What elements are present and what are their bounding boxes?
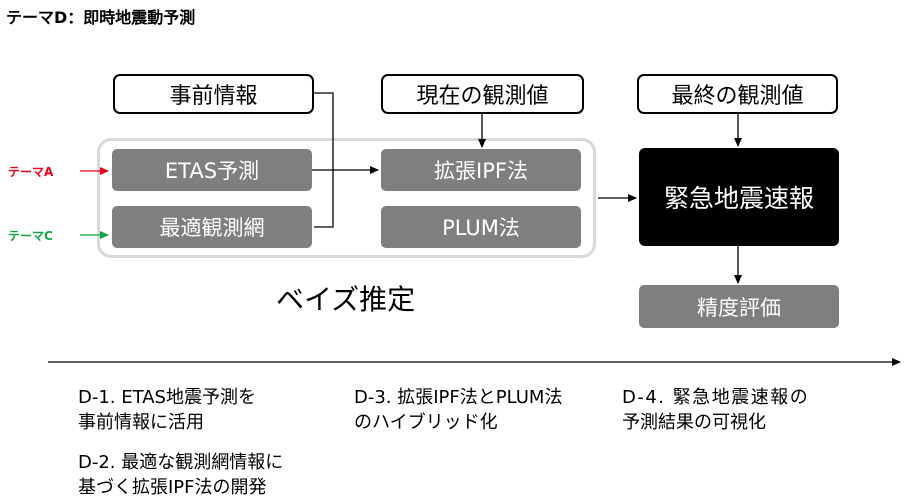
note-d4-line1: D-4. 緊急地震速報の [622,387,810,408]
plum-method-box: PLUM法 [381,206,581,248]
note-d2-line1: D-2. 最適な観測網情報に [78,452,284,473]
final-observation-box: 最終の観測値 [637,74,838,114]
note-d2-line2: 基づく拡張IPF法の開発 [78,477,267,498]
note-d2: D-2. 最適な観測網情報に 基づく拡張IPF法の開発 [78,450,283,500]
bayes-estimation-label: ベイズ推定 [276,283,416,316]
note-d4-line2: 予測結果の可視化 [622,412,766,433]
note-d1-line1: D-1. ETAS地震予測を [78,387,256,408]
note-d4: D-4. 緊急地震速報の 予測結果の可視化 [622,385,809,435]
note-d3-line1: D-3. 拡張IPF法とPLUM法 [354,387,563,408]
note-d3-line2: のハイブリッド化 [354,412,498,433]
extended-ipf-box: 拡張IPF法 [381,149,581,191]
note-d1: D-1. ETAS地震予測を 事前情報に活用 [78,385,256,435]
current-observation-box: 現在の観測値 [381,74,584,114]
optimal-network-box: 最適観測網 [112,206,312,248]
prior-info-connector [314,92,334,228]
etas-prediction-box: ETAS予測 [112,149,312,191]
theme-a-label: テーマA [8,165,54,179]
page-title: テーマD：即時地震動予測 [6,8,196,27]
earthquake-early-warning-box: 緊急地震速報 [639,148,839,246]
note-d3: D-3. 拡張IPF法とPLUM法 のハイブリッド化 [354,385,562,435]
bayes-estimation-frame [97,138,596,258]
note-d1-line2: 事前情報に活用 [78,412,204,433]
prior-info-box: 事前情報 [113,74,314,114]
theme-c-label: テーマC [8,229,53,243]
accuracy-evaluation-box: 精度評価 [639,285,839,328]
